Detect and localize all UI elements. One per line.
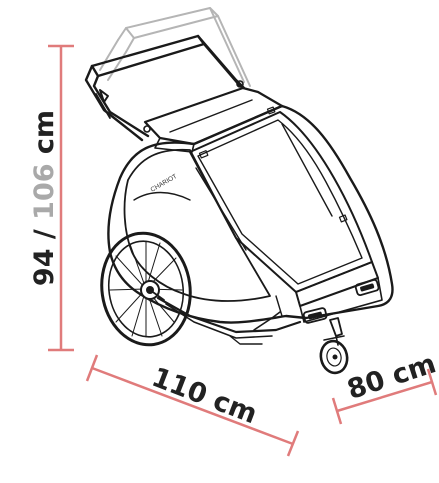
height-secondary-value: 106 xyxy=(29,163,60,219)
front-reflector-right xyxy=(354,278,380,296)
front-wheel xyxy=(319,317,349,375)
handlebar xyxy=(84,34,246,142)
stroller-illustration: CHARIOT xyxy=(84,7,394,375)
extended-handlebar xyxy=(99,7,251,87)
chassis-frame xyxy=(156,295,302,345)
rear-wheel xyxy=(100,231,192,347)
trailer-body: CHARIOT xyxy=(107,104,394,324)
width-dimension-line xyxy=(331,368,438,425)
height-label: 94 / 106 cm xyxy=(29,110,60,286)
height-unit: cm xyxy=(29,110,60,164)
length-label: 110 cm xyxy=(148,362,262,430)
front-reflector-left xyxy=(302,307,328,324)
width-label: 80 cm xyxy=(344,348,439,406)
brand-mark: CHARIOT xyxy=(150,173,179,194)
height-primary-value: 94 / xyxy=(29,220,60,286)
length-dimension-line xyxy=(85,354,300,457)
height-dimension-line xyxy=(48,44,74,352)
